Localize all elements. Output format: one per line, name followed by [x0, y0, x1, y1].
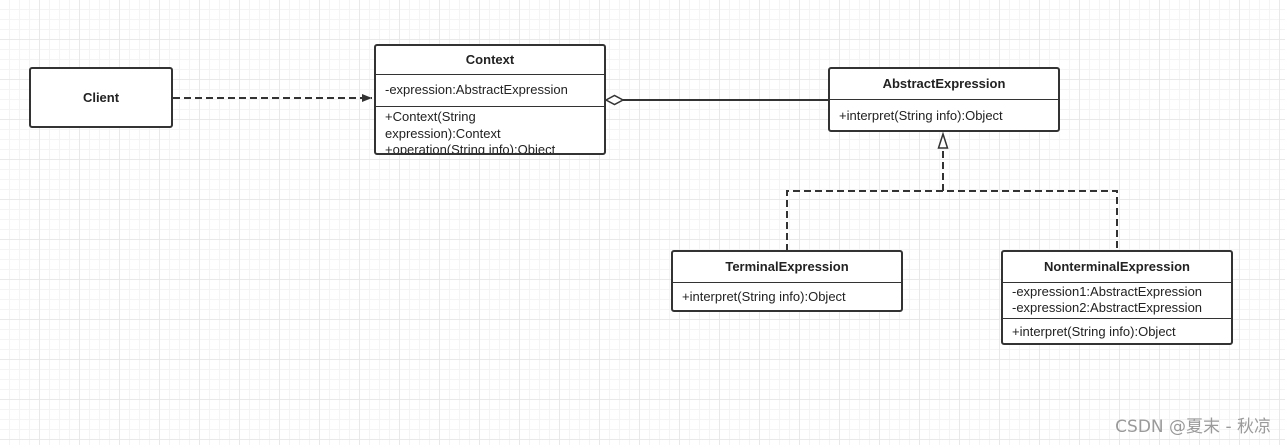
abstract-expression-operations: +interpret(String info):Object — [830, 100, 1058, 126]
context-operation: +Context(String — [385, 109, 476, 124]
realization-triangle-icon — [937, 131, 949, 149]
client-class[interactable]: Client — [29, 67, 173, 128]
terminal-expression-operation: +interpret(String info):Object — [682, 289, 846, 304]
context-attribute: -expression:AbstractExpression — [385, 82, 568, 97]
abstract-expression-class-name: AbstractExpression — [830, 69, 1058, 100]
nonterminal-expression-class-name: NonterminalExpression — [1003, 252, 1231, 283]
nonterminal-expression-attribute: -expression1:AbstractExpression — [1012, 284, 1203, 299]
context-attributes: -expression:AbstractExpression — [376, 75, 604, 106]
abstract-expression-operation: +interpret(String info):Object — [839, 108, 1003, 123]
context-class[interactable]: Context -expression:AbstractExpression +… — [374, 44, 606, 155]
nonterminal-expression-class[interactable]: NonterminalExpression -expression1:Abstr… — [1001, 250, 1233, 345]
context-operations: +Context(String expression):Context +ope… — [376, 106, 604, 155]
terminal-expression-class[interactable]: TerminalExpression +interpret(String inf… — [671, 250, 903, 312]
terminal-expression-operations: +interpret(String info):Object — [673, 283, 901, 307]
watermark-text: CSDN @夏末 - 秋凉 — [1115, 417, 1271, 437]
context-class-name: Context — [376, 46, 604, 75]
context-operation: +operation(String info):Object — [385, 142, 556, 155]
abstract-expression-class[interactable]: AbstractExpression +interpret(String inf… — [828, 67, 1060, 132]
nonterminal-expression-operations: +interpret(String info):Object — [1003, 318, 1231, 342]
terminal-expression-class-name: TerminalExpression — [673, 252, 901, 283]
realization-lines — [786, 148, 1118, 251]
nonterminal-expression-attributes: -expression1:AbstractExpression -express… — [1003, 283, 1231, 318]
nonterminal-expression-operation: +interpret(String info):Object — [1012, 324, 1176, 339]
context-operation: expression):Context — [385, 125, 501, 141]
nonterminal-expression-attribute: -expression2:AbstractExpression — [1012, 299, 1203, 315]
aggregation-diamond-icon — [604, 94, 625, 106]
client-class-name: Client — [82, 90, 120, 105]
